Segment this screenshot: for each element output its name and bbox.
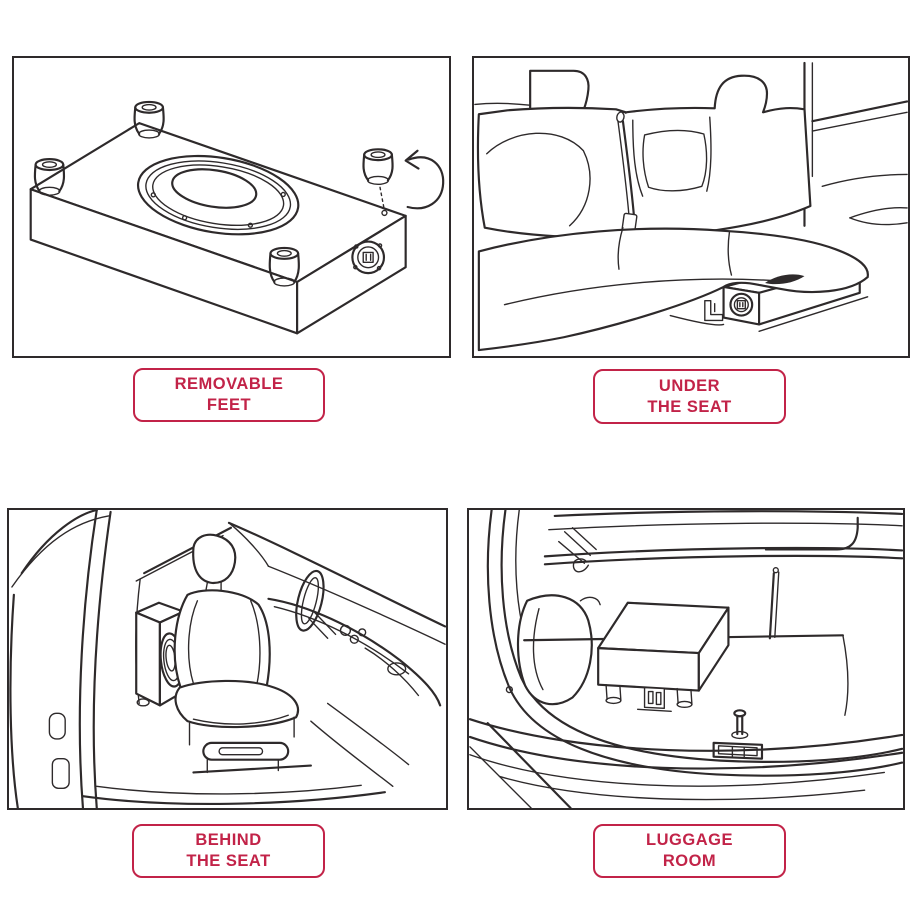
caption-luggage-room-label: LUGGAGE ROOM [646, 831, 733, 870]
caption-removable-feet-label: REMOVABLE FEET [174, 375, 284, 414]
subwoofer-removable-feet-illustration [29, 100, 445, 335]
subwoofer-under-seat-illustration [474, 61, 908, 352]
panel-luggage-room [467, 508, 905, 810]
power-connector [729, 292, 754, 317]
caption-under-the-seat: UNDER THE SEAT [593, 369, 786, 424]
caption-luggage-room: LUGGAGE ROOM [593, 824, 786, 878]
power-connector [351, 240, 386, 275]
caption-under-the-seat-label: UNDER THE SEAT [647, 376, 732, 416]
front-seat [173, 533, 312, 774]
caption-behind-the-seat: BEHIND THE SEAT [132, 824, 325, 878]
tailgate [543, 510, 903, 573]
steering-wheel [295, 569, 325, 632]
panel-under-the-seat [472, 56, 910, 358]
mounting-bracket [704, 300, 724, 322]
rotate-arrow-icon [404, 149, 445, 210]
removed-rubber-foot [362, 148, 394, 217]
panel-behind-the-seat [7, 508, 448, 810]
caption-removable-feet: REMOVABLE FEET [133, 368, 325, 422]
subwoofer-box [597, 601, 730, 712]
subwoofer-in-trunk-illustration [469, 510, 903, 808]
rubber-foot [268, 246, 300, 287]
latch-pin [731, 709, 749, 740]
subwoofer-behind-seat-illustration [9, 510, 446, 808]
rubber-foot [33, 158, 66, 196]
door-frame [9, 510, 112, 808]
panel-removable-feet [12, 56, 451, 358]
caption-behind-the-seat-label: BEHIND THE SEAT [186, 831, 271, 870]
rubber-foot [133, 100, 165, 139]
